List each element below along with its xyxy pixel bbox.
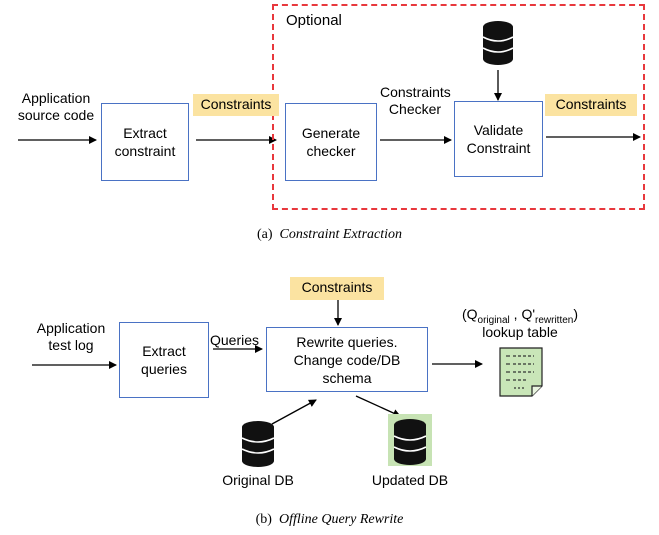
caption-a-prefix: (a) — [256, 227, 273, 242]
arrow-origdb-to-rewrite — [271, 399, 317, 425]
caption-b-prefix: (b) — [255, 512, 272, 527]
constraints-tag-b: Constraints — [290, 277, 384, 300]
extract-constraint-box: Extract constraint — [101, 103, 189, 181]
optional-label: Optional — [286, 12, 342, 29]
extract-queries-box: Extract queries — [119, 322, 209, 398]
updated-db-label: Updated DB — [371, 472, 449, 488]
lookup-sub-rewritten: rewritten — [535, 314, 574, 326]
lookup-q-original: Q — [466, 306, 478, 322]
lookup-close-paren: ) — [573, 306, 579, 322]
original-db-icon — [241, 421, 275, 467]
lookup-pair-label: (Qoriginal , Q'rewritten) — [440, 306, 600, 329]
lookup-q-rewritten: Q' — [521, 306, 535, 322]
caption-a: (a) Constraint Extraction — [0, 227, 659, 243]
database-icon — [482, 21, 514, 65]
application-source-code-label: Application source code — [17, 90, 95, 123]
caption-b-title: Offline Query Rewrite — [278, 512, 404, 527]
lookup-comma: , — [509, 306, 522, 322]
rewrite-queries-box: Rewrite queries. Change code/DB schema — [266, 327, 428, 392]
original-db-label: Original DB — [222, 472, 294, 488]
constraints-tag-2: Constraints — [545, 94, 637, 116]
generate-checker-box: Generate checker — [285, 103, 377, 181]
caption-b: (b) Offline Query Rewrite — [0, 512, 659, 528]
application-test-log-label: Application test log — [36, 320, 106, 353]
queries-label: Queries — [210, 332, 260, 348]
lookup-table-label: lookup table — [482, 324, 558, 340]
caption-a-title: Constraint Extraction — [279, 227, 403, 242]
lookup-open-paren: ( — [461, 306, 467, 322]
constraints-checker-label: Constraints Checker — [380, 84, 451, 117]
updated-db-icon — [393, 419, 427, 465]
lookup-sub-original: original — [477, 314, 510, 326]
document-icon — [499, 347, 543, 397]
arrow-rewrite-to-updateddb — [355, 395, 401, 417]
constraints-tag-1: Constraints — [193, 94, 279, 116]
validate-constraint-box: Validate Constraint — [454, 101, 543, 177]
